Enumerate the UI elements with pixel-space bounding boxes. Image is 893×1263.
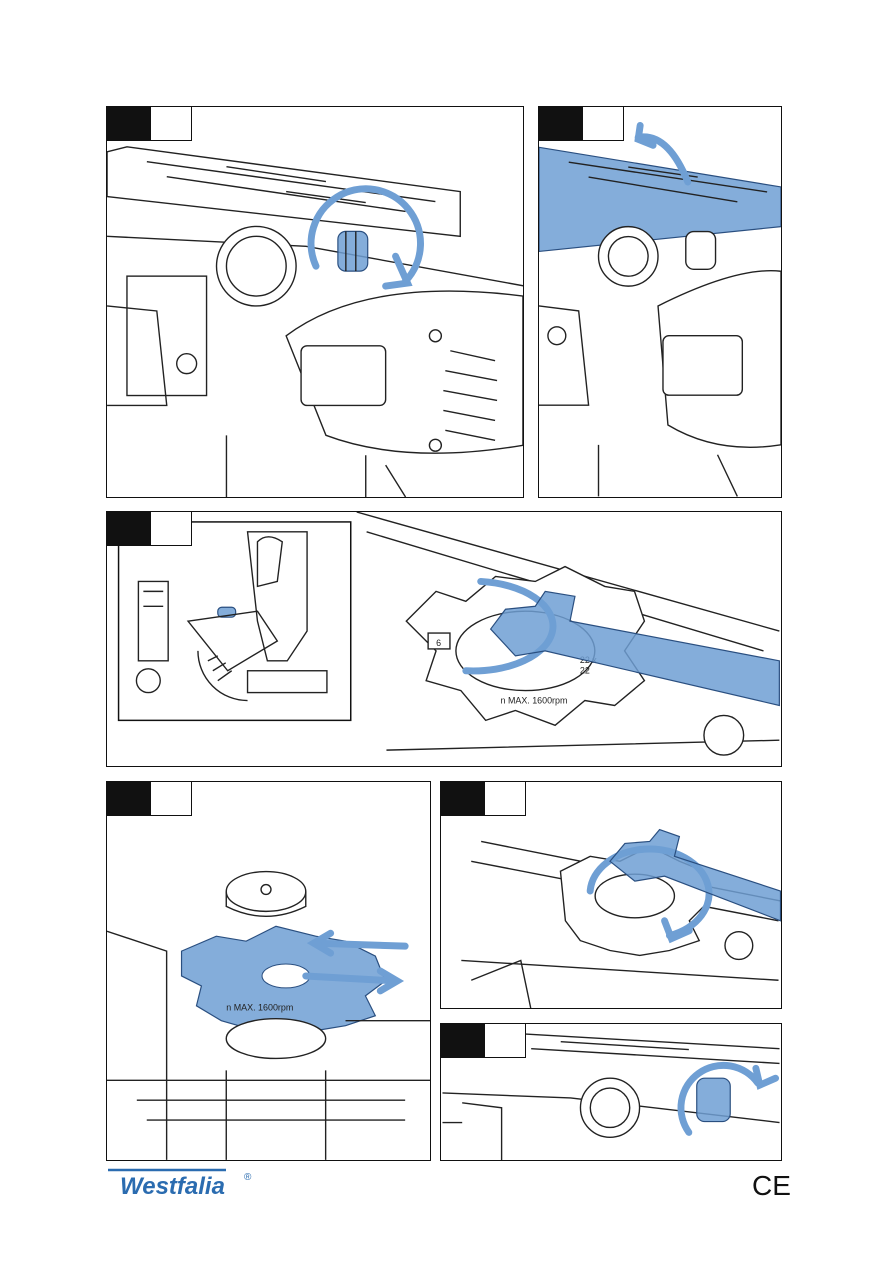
svg-text:Westfalia: Westfalia: [120, 1173, 225, 1200]
illustration-panel-3: n MAX. 1600rpm 22 x 22 6: [106, 511, 782, 767]
svg-text:®: ®: [244, 1172, 252, 1183]
svg-text:n MAX. 1600rpm: n MAX. 1600rpm: [501, 695, 568, 705]
wrench-blade-drawing: n MAX. 1600rpm 22 x 22 6: [107, 512, 781, 766]
illustration-panel-4: n MAX. 1600rpm: [106, 781, 431, 1161]
westfalia-logo: Westfalia ®: [106, 1166, 266, 1202]
step-tag: [107, 107, 192, 141]
knob-loosen-drawing: [107, 107, 523, 497]
illustration-panel-1: [106, 106, 524, 498]
svg-text:6: 6: [436, 638, 441, 648]
step-tag: [107, 512, 192, 546]
inset-detail: [119, 522, 351, 720]
step-tag: [539, 107, 624, 141]
knob-blue[interactable]: [338, 231, 368, 271]
step-tag: [107, 782, 192, 816]
illustration-panel-5: [440, 781, 782, 1009]
blade-removal-drawing: n MAX. 1600rpm: [107, 782, 430, 1160]
step-tag: [441, 782, 526, 816]
illustration-panel-2: [538, 106, 782, 498]
ce-mark: CE: [752, 1168, 792, 1200]
svg-text:22: 22: [580, 666, 590, 676]
knob-blue[interactable]: [697, 1078, 731, 1121]
step-tag: [441, 1024, 526, 1058]
svg-text:n MAX. 1600rpm: n MAX. 1600rpm: [226, 1003, 293, 1013]
svg-text:CE: CE: [752, 1170, 791, 1200]
cover-lift-drawing: [539, 107, 781, 497]
illustration-panel-6: [440, 1023, 782, 1161]
